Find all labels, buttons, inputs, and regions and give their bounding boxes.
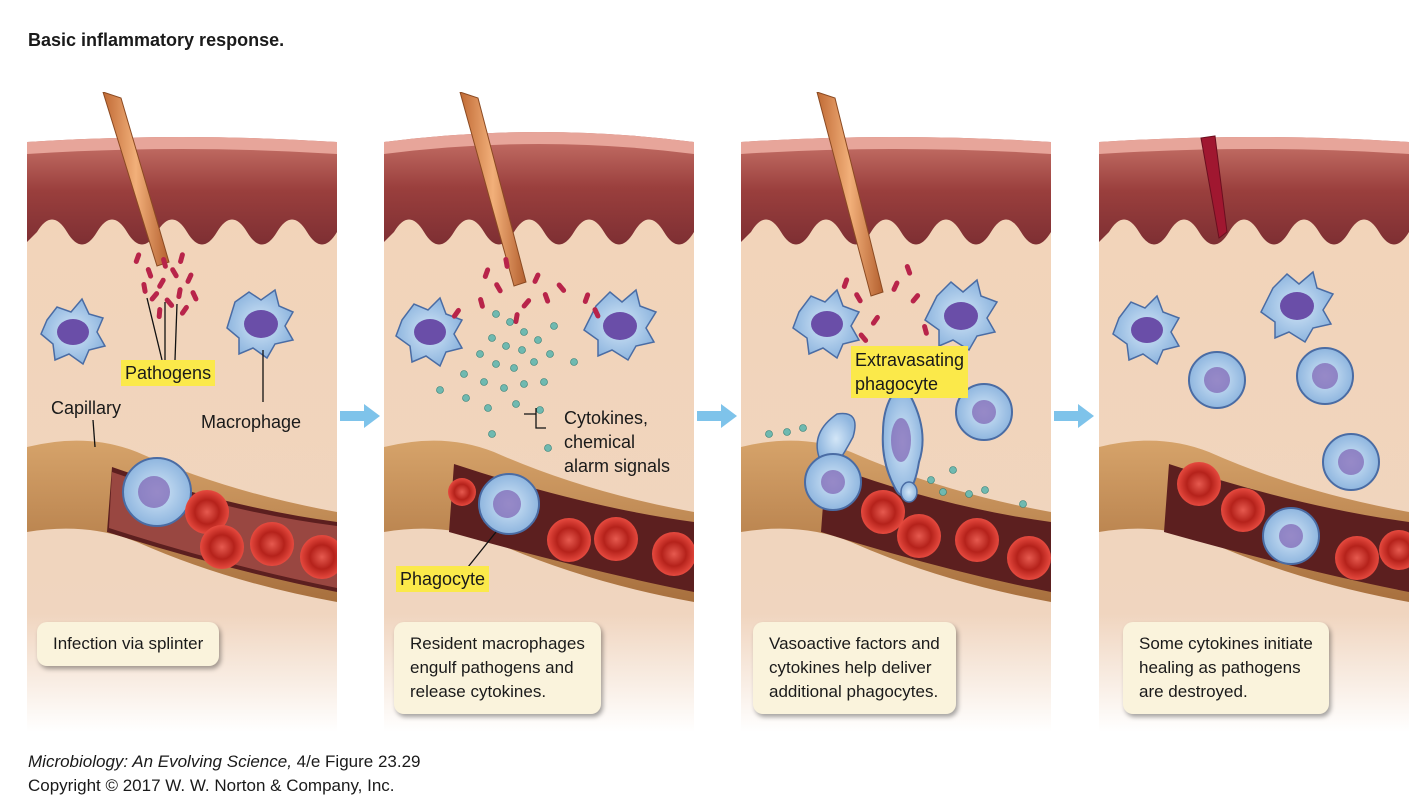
macrophage-cell (40, 297, 107, 366)
macrophage-label: Macrophage (201, 412, 302, 432)
panel-healing: Some cytokines initiate healing as patho… (1099, 92, 1409, 732)
red-blood-cell (185, 490, 229, 534)
pathogens-label: Pathogens (121, 360, 216, 386)
caption-4: Some cytokines initiate healing as patho… (1123, 622, 1329, 714)
cytokines-label: Cytokines, chemical alarm signals (564, 408, 671, 476)
caption-2: Resident macrophages engulf pathogens an… (394, 622, 601, 714)
copyright-notice: Copyright © 2017 W. W. Norton & Company,… (28, 776, 395, 795)
caption-3: Vasoactive factors and cytokines help de… (753, 622, 956, 714)
pathogens-cluster (133, 252, 199, 320)
splinter (102, 92, 170, 267)
panel-infection: Pathogens Capillary Macrophage Infection… (27, 92, 337, 732)
caption-1: Infection via splinter (37, 622, 220, 666)
extravasating-phagocyte-label: Extravasating phagocyte (851, 346, 969, 398)
capillary-label: Capillary (51, 398, 122, 418)
panel-resident-macrophages: Cytokines, chemical alarm signals Phagoc… (384, 92, 694, 732)
cytokines-cluster (436, 310, 578, 452)
healed-wound (1200, 135, 1228, 239)
arrow-right-icon (697, 404, 737, 428)
arrow-right-icon (1054, 404, 1094, 428)
figure-title: Basic inflammatory response. (28, 30, 285, 50)
figure-source: Microbiology: An Evolving Science, 4/e F… (28, 752, 421, 771)
arrow-right-icon (340, 404, 380, 428)
phagocyte-label: Phagocyte (396, 566, 490, 592)
panel-vasoactive-factors: Extravasating phagocyte Vasoactive facto… (741, 92, 1051, 732)
